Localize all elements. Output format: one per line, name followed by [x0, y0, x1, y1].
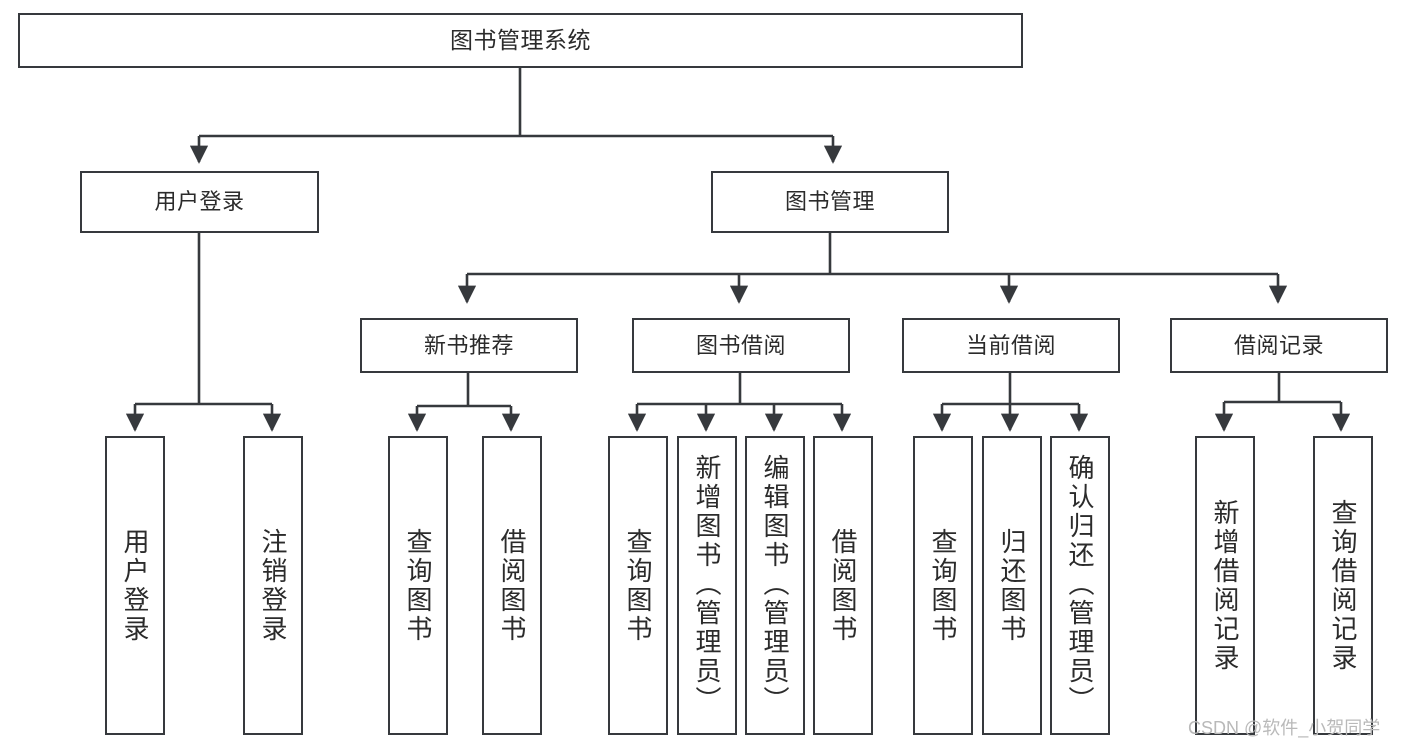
node-leaf-query-book-1[interactable]: 查询图书	[388, 436, 448, 735]
node-leaf-logout-login[interactable]: 注销登录	[243, 436, 303, 735]
node-leaf-add-book[interactable]: 新增图书（管理员）	[677, 436, 737, 735]
node-user-login[interactable]: 用户登录	[80, 171, 319, 233]
node-root-book-management-system[interactable]: 图书管理系统	[18, 13, 1023, 68]
node-label: 注销登录	[258, 527, 288, 644]
csdn-watermark: CSDN @软件_小贺同学	[1188, 718, 1381, 738]
node-label: 确认归还（管理员）	[1065, 454, 1095, 715]
node-label: 图书借阅	[695, 332, 786, 358]
node-label: 新增图书（管理员）	[692, 454, 722, 715]
node-leaf-add-record[interactable]: 新增借阅记录	[1195, 436, 1255, 735]
node-label: 借阅记录	[1233, 332, 1324, 358]
node-leaf-query-book-2[interactable]: 查询图书	[608, 436, 668, 735]
node-leaf-edit-book[interactable]: 编辑图书（管理员）	[745, 436, 805, 735]
node-label: 用户登录	[120, 527, 150, 644]
node-leaf-user-login[interactable]: 用户登录	[105, 436, 165, 735]
node-book-management[interactable]: 图书管理	[711, 171, 949, 233]
node-label: 图书管理系统	[450, 26, 591, 53]
node-leaf-return-book[interactable]: 归还图书	[982, 436, 1042, 735]
node-borrow-record[interactable]: 借阅记录	[1170, 318, 1388, 373]
node-label: 查询借阅记录	[1328, 498, 1358, 673]
node-label: 当前借阅	[965, 332, 1056, 358]
node-new-book-recommend[interactable]: 新书推荐	[360, 318, 578, 373]
node-leaf-borrow-book-1[interactable]: 借阅图书	[482, 436, 542, 735]
node-book-borrow[interactable]: 图书借阅	[632, 318, 850, 373]
node-current-borrow[interactable]: 当前借阅	[902, 318, 1120, 373]
node-label: 查询图书	[623, 527, 653, 644]
node-label: 查询图书	[928, 527, 958, 644]
node-label: 新书推荐	[423, 332, 514, 358]
node-label: 编辑图书（管理员）	[760, 454, 790, 715]
node-leaf-confirm-return[interactable]: 确认归还（管理员）	[1050, 436, 1110, 735]
node-label: 用户登录	[154, 189, 245, 215]
node-label: 新增借阅记录	[1210, 498, 1240, 673]
node-leaf-query-record[interactable]: 查询借阅记录	[1313, 436, 1373, 735]
node-label: 借阅图书	[497, 527, 527, 644]
node-label: 归还图书	[997, 527, 1027, 644]
node-label: 图书管理	[784, 189, 875, 215]
node-leaf-borrow-book-2[interactable]: 借阅图书	[813, 436, 873, 735]
node-label: 借阅图书	[828, 527, 858, 644]
node-label: 查询图书	[403, 527, 433, 644]
node-leaf-query-book-3[interactable]: 查询图书	[913, 436, 973, 735]
